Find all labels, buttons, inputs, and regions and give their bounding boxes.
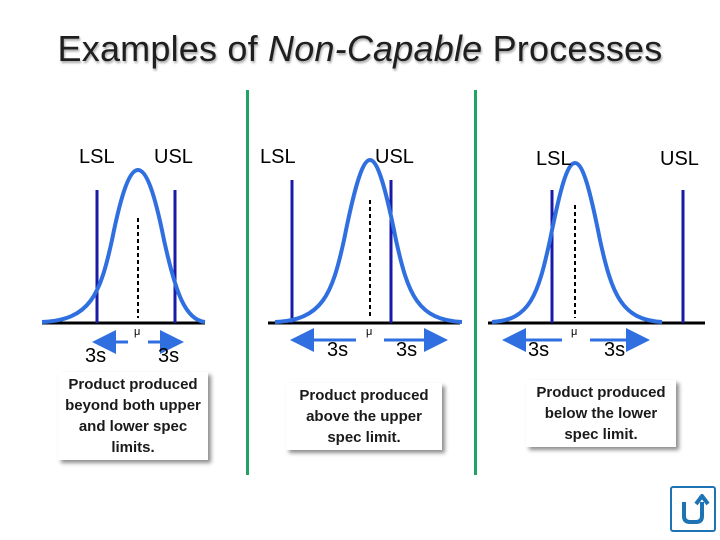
panel-3-lsl-label: LSL xyxy=(536,148,572,170)
divider-right xyxy=(474,90,477,475)
return-button[interactable] xyxy=(670,486,716,532)
panel-3-curve xyxy=(491,160,663,324)
panel-2-usl-label: USL xyxy=(375,146,414,168)
panel-1-caption: Product produced beyond both upper and l… xyxy=(58,372,208,460)
panel-2-curve xyxy=(274,157,463,324)
panel-3-mu-label: μ xyxy=(571,326,578,338)
panel-1-mu-label: μ xyxy=(134,326,141,338)
panel-1-right-sigma: 3s xyxy=(158,345,180,367)
panel-2-diagram xyxy=(268,157,463,352)
panel-2-caption: Product produced above the upper spec li… xyxy=(286,383,442,450)
panel-3-caption: Product produced below the lower spec li… xyxy=(526,380,676,447)
panel-3-left-sigma: 3s xyxy=(528,339,550,361)
panel-3-diagram xyxy=(488,160,705,352)
divider-left xyxy=(246,90,249,475)
panel-1-diagram xyxy=(41,167,206,354)
panel-3-right-sigma: 3s xyxy=(604,339,626,361)
page-title: Examples of Non-Capable Processes xyxy=(57,28,663,69)
panel-1-curve xyxy=(41,167,206,324)
panel-2-left-sigma: 3s xyxy=(327,339,349,361)
panel-1-usl-label: USL xyxy=(154,146,193,168)
panel-3-usl-label: USL xyxy=(660,148,699,170)
panel-2-mu-label: μ xyxy=(366,326,373,338)
panel-1-lsl-label: LSL xyxy=(79,146,115,168)
panel-2-right-sigma: 3s xyxy=(396,339,418,361)
panel-2-lsl-label: LSL xyxy=(260,146,296,168)
panel-1-left-sigma: 3s xyxy=(85,345,107,367)
return-arrow-icon xyxy=(682,494,710,524)
